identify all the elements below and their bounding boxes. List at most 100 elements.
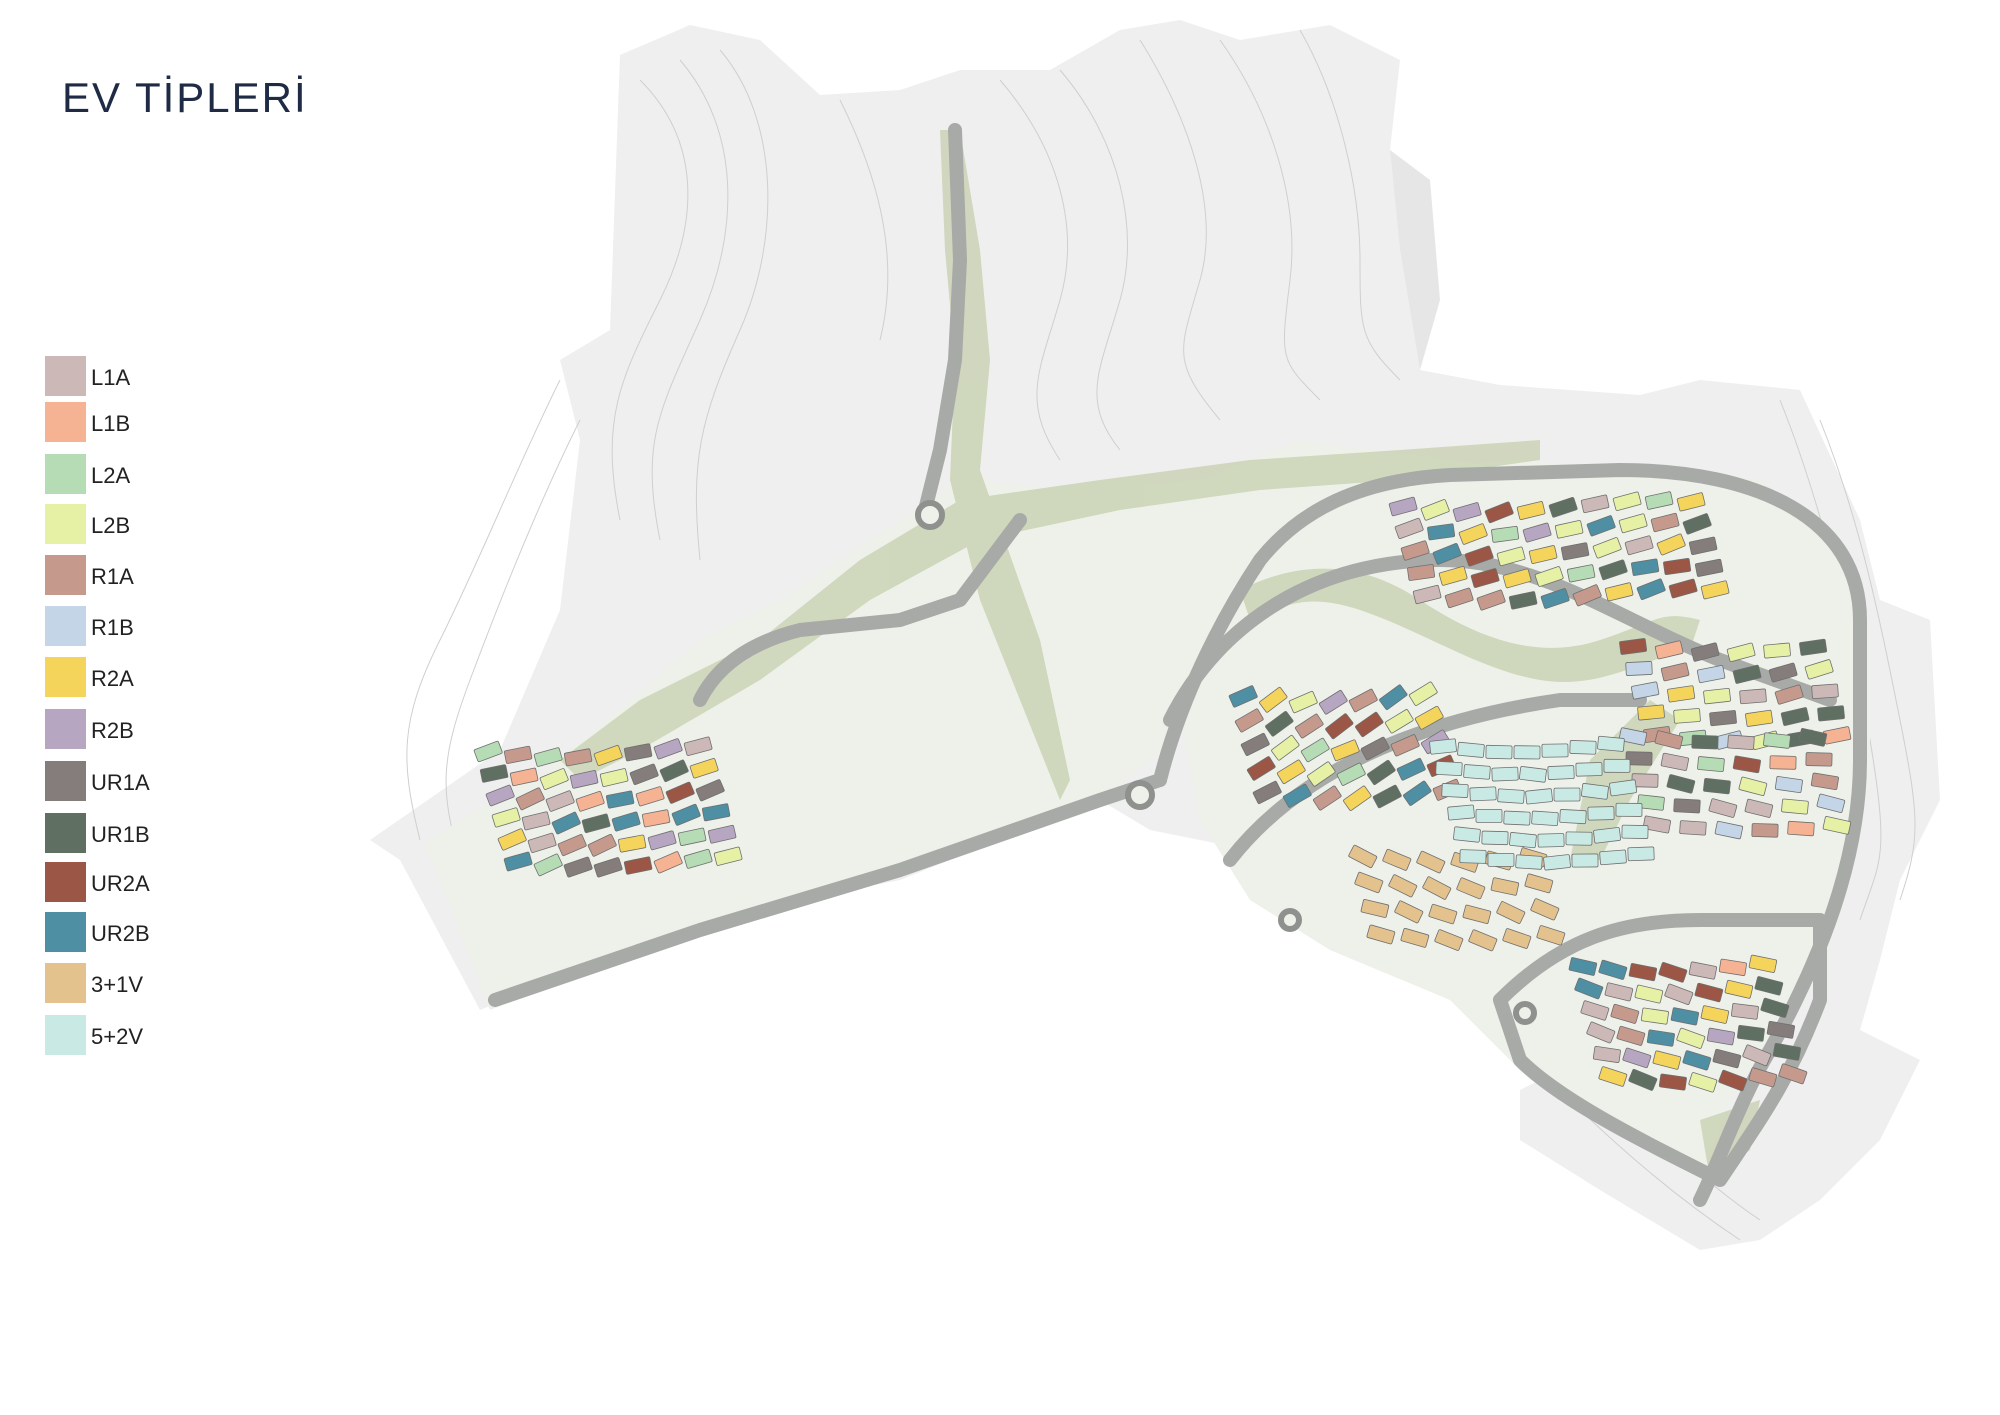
legend-label: UR2B	[91, 921, 150, 946]
house-unit	[1592, 537, 1622, 559]
house-unit	[1621, 824, 1649, 839]
green-strip-valley	[1240, 568, 1700, 683]
house-unit	[1805, 752, 1833, 767]
legend-label: L1A	[91, 365, 131, 390]
house-unit	[1384, 709, 1414, 734]
house-unit	[1628, 1068, 1658, 1091]
house-unit	[1816, 793, 1846, 813]
house-unit	[653, 851, 683, 874]
house-unit	[1540, 588, 1570, 609]
house-unit	[1603, 758, 1631, 773]
north-access-road	[918, 123, 967, 517]
legend-swatch	[45, 963, 86, 1003]
legend-swatch	[45, 862, 86, 902]
house-unit	[1650, 512, 1680, 533]
house-unit	[1625, 751, 1653, 766]
house-unit	[1580, 1000, 1610, 1021]
house-unit	[1798, 728, 1828, 747]
legend-swatch	[45, 504, 86, 544]
house-unit	[1422, 876, 1452, 900]
house-unit	[629, 763, 659, 785]
house-unit	[1694, 982, 1724, 1003]
house-unit	[1700, 580, 1730, 600]
house-unit	[1414, 705, 1444, 730]
house-unit	[527, 832, 557, 853]
house-unit	[1234, 708, 1264, 733]
house-unit	[1470, 568, 1500, 588]
house-unit	[1534, 566, 1564, 587]
house-unit	[1348, 844, 1378, 869]
house-unit	[1571, 853, 1599, 868]
main-road-west	[488, 773, 1167, 1007]
house-unit	[1228, 685, 1258, 708]
house-unit	[545, 790, 575, 812]
house-unit	[1548, 497, 1578, 518]
house-unit	[1668, 578, 1698, 599]
house-unit	[1688, 1072, 1718, 1093]
house-unit	[1569, 740, 1597, 755]
house-unit	[1781, 798, 1809, 815]
house-unit	[1652, 1050, 1682, 1070]
house-unit	[1574, 977, 1604, 1000]
legend-swatch	[45, 657, 86, 697]
house-unit	[1447, 804, 1475, 821]
house-unit	[1438, 565, 1468, 586]
house-unit	[1811, 683, 1839, 700]
house-unit	[1679, 820, 1707, 836]
house-unit	[1420, 499, 1450, 521]
house-unit	[1586, 1021, 1616, 1044]
house-unit	[635, 786, 665, 807]
house-unit	[1766, 1021, 1796, 1039]
house-unit	[707, 824, 737, 844]
house-unit	[1738, 776, 1768, 796]
house-unit	[1508, 591, 1538, 610]
house-unit	[1714, 820, 1744, 840]
house-unit	[1598, 559, 1628, 581]
house-unit	[539, 768, 569, 790]
house-unit	[1464, 545, 1494, 567]
legend-label: UR1A	[91, 770, 150, 795]
house-unit	[1636, 578, 1666, 601]
house-unit	[1530, 898, 1560, 921]
house-unit	[1663, 558, 1692, 576]
house-unit	[1531, 810, 1559, 827]
house-unit	[1587, 806, 1615, 821]
house-unit	[677, 827, 707, 846]
house-unit	[1658, 1073, 1687, 1091]
house-unit	[1599, 849, 1627, 866]
house-unit	[1646, 1029, 1675, 1047]
house-unit	[1394, 900, 1424, 924]
house-unit	[1427, 523, 1456, 541]
house-unit	[1355, 711, 1384, 738]
house-unit	[1240, 732, 1270, 756]
house-unit	[1769, 755, 1797, 770]
house-unit	[1718, 958, 1747, 976]
legend-swatch	[45, 402, 86, 442]
house-unit	[1673, 798, 1701, 814]
legend-label: R1A	[91, 564, 134, 589]
house-unit	[1598, 1066, 1628, 1087]
house-unit	[593, 744, 623, 767]
house-unit	[1400, 927, 1430, 948]
house-unit	[485, 784, 515, 807]
house-unit	[1295, 713, 1324, 739]
house-unit	[1625, 661, 1653, 676]
house-unit	[1703, 777, 1731, 795]
house-unit	[1252, 780, 1282, 804]
house-unit	[1459, 849, 1487, 864]
house-unit	[1817, 705, 1845, 722]
house-unit	[695, 779, 725, 802]
house-unit	[1690, 642, 1720, 662]
house-unit	[1634, 984, 1664, 1004]
house-unit	[605, 790, 635, 809]
house-unit	[1706, 1027, 1735, 1046]
house-unit	[1799, 638, 1828, 656]
house-unit	[491, 807, 521, 828]
house-unit	[1682, 513, 1712, 535]
house-unit	[1484, 501, 1514, 524]
house-unit	[497, 828, 527, 851]
house-unit	[1509, 832, 1537, 849]
house-unit	[1709, 710, 1737, 727]
legend-swatch	[45, 555, 86, 595]
house-unit	[1627, 846, 1655, 862]
